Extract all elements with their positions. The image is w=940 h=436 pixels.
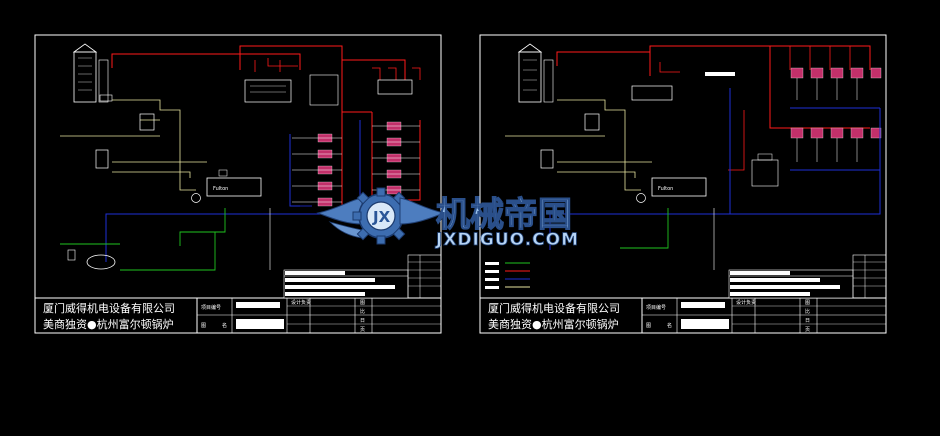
sheet-frame [34,34,442,334]
svg-text:Fulton: Fulton [658,186,673,192]
svg-text:JX: JX [372,208,391,226]
svg-text:页: 页 [805,327,810,333]
project-number-label: 项目编号 [646,304,666,311]
drawing-sheet-1: 厦门威得机电设备有限公司 美商独资●杭州富尔顿锅炉 项目编号 图 名 设计负责 … [34,34,442,334]
project-number-label: 项目编号 [201,304,221,311]
svg-text:比: 比 [360,308,365,315]
company-name-line1: 厦门威得机电设备有限公司 [488,301,620,315]
svg-text:设计负责: 设计负责 [291,299,311,306]
svg-text:页: 页 [360,327,365,333]
storage-tank [86,254,116,270]
boiler [651,177,707,197]
svg-text:日: 日 [805,318,810,324]
gear-icon: JX [352,187,410,245]
svg-text:图: 图 [805,300,810,306]
steam-header [631,85,673,101]
company-name-line1: 厦门威得机电设备有限公司 [43,301,175,315]
drawing-name-label: 图 [201,323,206,329]
deaerator-tower [518,51,542,103]
svg-text:比: 比 [805,308,810,315]
watermark-en-text: JXDIGUO.COM [435,230,579,250]
svg-text:日: 日 [360,318,365,324]
svg-text:Fulton: Fulton [213,186,228,192]
equipment-row-2 [790,127,882,139]
boiler [206,177,262,197]
steam-header-2 [377,79,413,95]
drawing-name-label: 图 [646,323,651,329]
company-name-line2: 美商独资●杭州富尔顿锅炉 [43,317,174,331]
equipment-row-1 [790,67,882,79]
pipe-legend [485,262,530,289]
steam-header-1 [244,79,292,103]
sheet-frame [479,34,887,334]
svg-text:名: 名 [222,322,227,329]
drawing-sheet-2: 厦门威得机电设备有限公司 美商独资●杭州富尔顿锅炉 项目编号 图 名 设计负责 … [479,34,887,334]
watermark-cn-text: 机械帝国 [436,195,572,235]
watermark-logo: JX 机械帝国 JXDIGUO.COM [316,187,579,250]
company-name-line2: 美商独资●杭州富尔顿锅炉 [488,317,619,331]
svg-text:图: 图 [360,300,365,306]
deaerator-tower [73,51,97,103]
svg-text:设计负责: 设计负责 [736,299,756,306]
svg-text:名: 名 [667,322,672,329]
